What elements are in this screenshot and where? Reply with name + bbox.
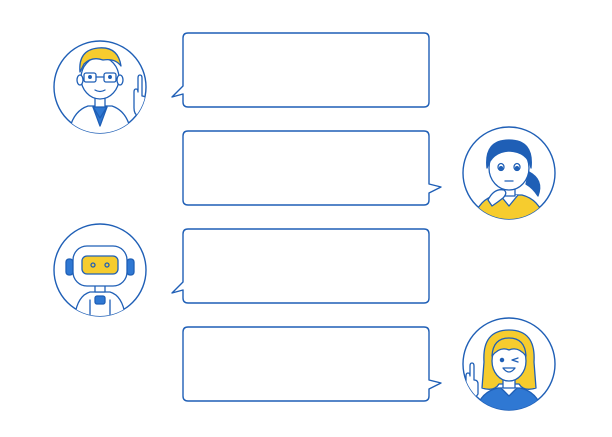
speech-bubble-3 — [171, 228, 430, 304]
teacher-avatar-icon — [53, 40, 147, 134]
robot-avatar-icon — [53, 223, 147, 317]
speech-bubble-1 — [171, 32, 430, 108]
speech-bubble-2 — [182, 130, 442, 206]
blonde-girl-avatar-icon — [462, 317, 556, 411]
student-girl-avatar-icon — [462, 126, 556, 220]
speech-bubble-4 — [182, 326, 442, 402]
